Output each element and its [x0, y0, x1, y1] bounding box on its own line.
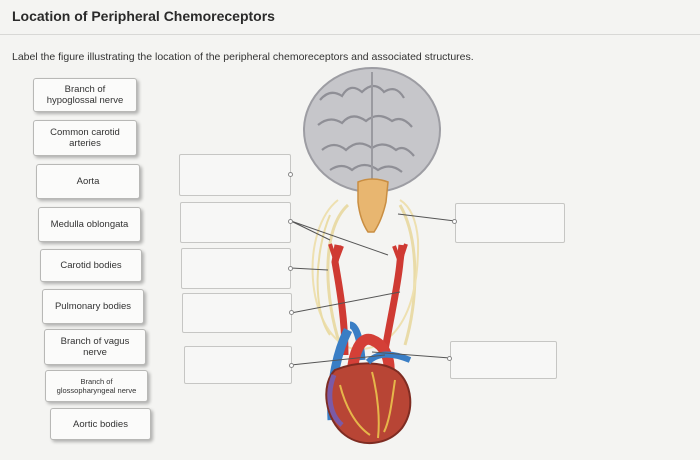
- connector-dot: [288, 172, 293, 177]
- leader-line: [290, 291, 401, 314]
- label-chip-glossopharyngeal[interactable]: Branch of glossopharyngeal nerve: [45, 370, 148, 402]
- right-carotid-artery: [381, 244, 406, 351]
- brainstem-illustration: [357, 178, 389, 233]
- label-chip-carotid-bodies[interactable]: Carotid bodies: [40, 249, 142, 282]
- connector-dot: [447, 356, 452, 361]
- drop-target-right-1[interactable]: [455, 203, 565, 243]
- drop-target-5[interactable]: [184, 346, 292, 384]
- leader-line: [290, 220, 389, 256]
- drop-target-4[interactable]: [182, 293, 292, 333]
- leader-line: [371, 351, 451, 359]
- label-chip-pulmonary-bodies[interactable]: Pulmonary bodies: [42, 289, 144, 324]
- connector-dot: [289, 310, 294, 315]
- label-chip-common-carotid[interactable]: Common carotid arteries: [33, 120, 137, 156]
- connector-dot: [288, 266, 293, 271]
- drop-target-2[interactable]: [180, 202, 291, 243]
- leader-line: [290, 220, 331, 241]
- leader-line: [290, 354, 386, 366]
- header-divider: [0, 34, 700, 35]
- page-title: Location of Peripheral Chemoreceptors: [12, 8, 275, 24]
- label-chip-vagus[interactable]: Branch of vagus nerve: [44, 329, 146, 365]
- connector-dot: [289, 363, 294, 368]
- leader-line: [290, 267, 329, 271]
- leader-line: [397, 213, 456, 222]
- label-chip-aortic-bodies[interactable]: Aortic bodies: [50, 408, 151, 440]
- heart-illustration: [325, 362, 412, 445]
- label-chip-hypoglossal[interactable]: Branch of hypoglossal nerve: [33, 78, 137, 112]
- drop-target-3[interactable]: [181, 248, 291, 289]
- label-chip-medulla[interactable]: Medulla oblongata: [38, 207, 141, 242]
- instructions-text: Label the figure illustrating the locati…: [12, 51, 474, 63]
- connector-dot: [288, 219, 293, 224]
- label-chip-aorta[interactable]: Aorta: [36, 164, 140, 199]
- drop-target-right-2[interactable]: [450, 341, 557, 379]
- drop-target-1[interactable]: [179, 154, 291, 196]
- connector-dot: [452, 219, 457, 224]
